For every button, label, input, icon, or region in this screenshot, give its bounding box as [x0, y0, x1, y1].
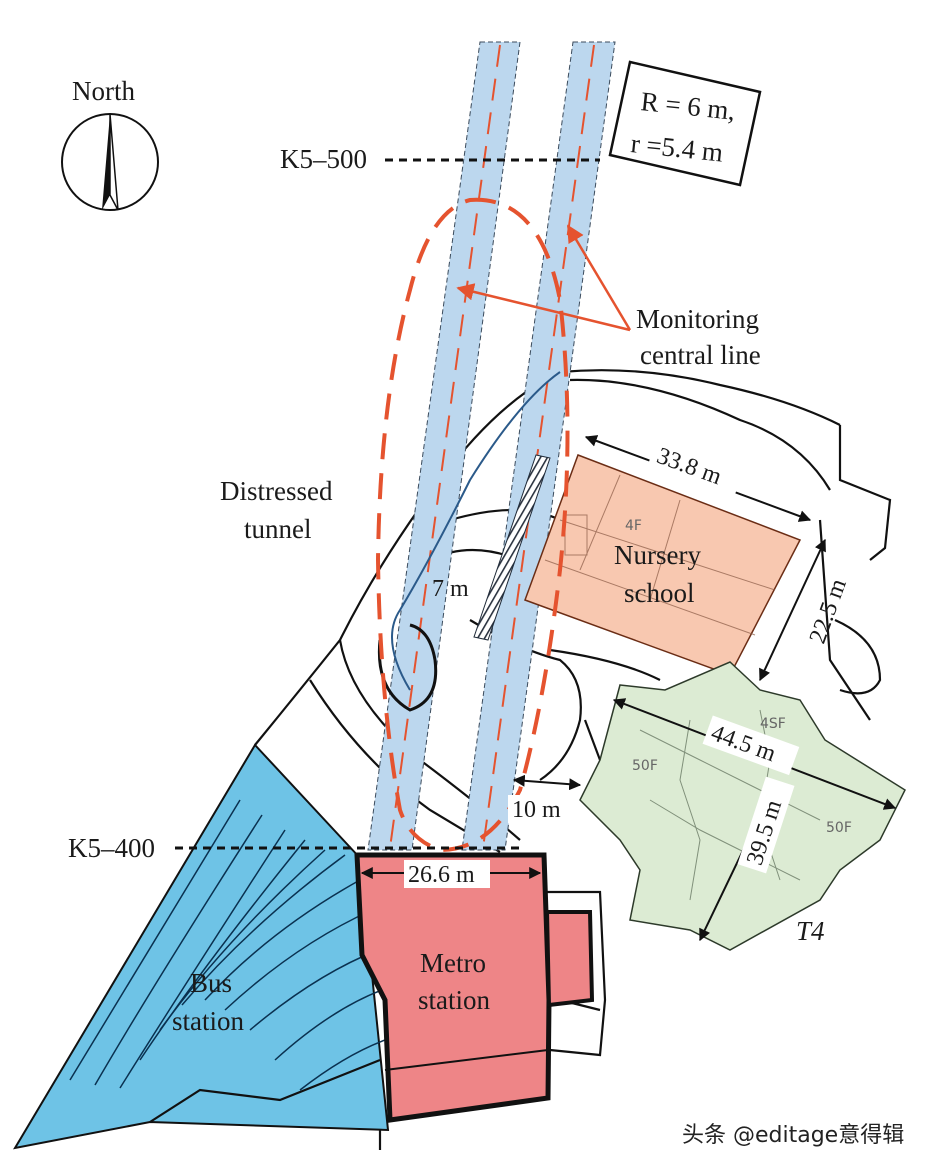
t4-label: T4: [796, 916, 825, 946]
dim-gap-t4: 10 m: [512, 797, 561, 823]
bus-label-1: Bus: [190, 968, 232, 998]
bus-label-2: station: [172, 1006, 244, 1036]
t4-floor-mark-b: 50F: [632, 758, 658, 774]
chainage-lower: K5–400: [68, 833, 155, 863]
dim-nursery-width: 22.5 m: [805, 575, 852, 647]
metro-label-1: Metro: [420, 948, 486, 978]
bus-station: [13, 743, 390, 1150]
distressed-label-2: tunnel: [244, 514, 312, 544]
metro-station: [354, 852, 595, 1123]
monitoring-callout: Monitoring central line: [456, 224, 761, 370]
metro-label-2: station: [418, 985, 490, 1015]
compass-label: North: [72, 76, 135, 106]
distressed-label-1: Distressed: [220, 476, 333, 506]
tunnel-left: [367, 41, 521, 851]
chainage-upper: K5–500: [280, 144, 367, 174]
t4-floor-mark-c: 50F: [826, 820, 852, 836]
watermark: 头条 @editage意得辑: [682, 1123, 904, 1148]
dim-metro-width: 26.6 m: [408, 862, 475, 888]
tunnel-spec-box: R = 6 m, r =5.4 m: [608, 60, 762, 187]
distressed-zone: [375, 197, 570, 853]
north-compass: North: [61, 76, 159, 211]
nursery-label-1: Nursery: [614, 540, 701, 570]
nursery-floor-mark: 4F: [625, 518, 642, 534]
chainage-lines: K5–500 K5–400: [68, 144, 600, 863]
dim-gap-nursery: 7 m: [432, 576, 469, 602]
distressed-segment: [473, 454, 551, 641]
t4-floor-mark-a: 4SF: [760, 716, 786, 732]
monitoring-label-1: Monitoring: [636, 304, 759, 334]
road-curve: [391, 371, 561, 691]
monitoring-label-2: central line: [640, 340, 761, 370]
nursery-label-2: school: [624, 578, 695, 608]
